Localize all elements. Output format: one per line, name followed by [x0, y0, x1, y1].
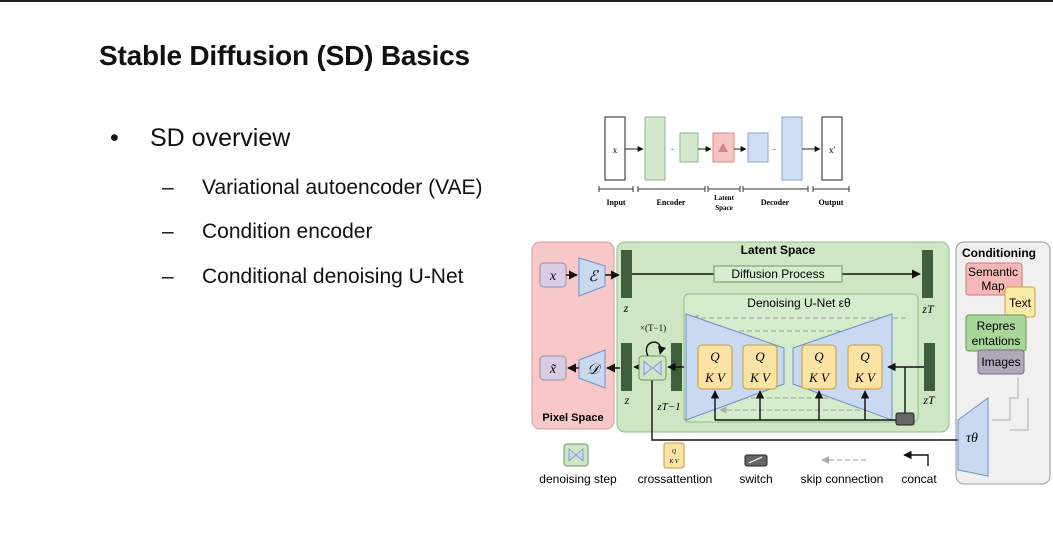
x-tilde-output-box — [539, 355, 567, 381]
vae-label-encoder: Encoder — [657, 198, 686, 207]
tau-encoder-trapezoid — [957, 397, 989, 477]
cross-attention-block: Q K V — [742, 344, 778, 390]
legend-concat-icon — [903, 450, 929, 466]
denoising-unet-label: Denoising U-Net εθ — [747, 296, 851, 310]
x-symbol: x — [549, 269, 557, 284]
vae-label-space: Space — [715, 204, 733, 212]
images-label: Images — [981, 355, 1020, 369]
vae-decoder-block-2 — [781, 116, 803, 181]
z-label-top: z — [623, 301, 629, 315]
slide-title: Stable Diffusion (SD) Basics — [99, 40, 470, 71]
conditioning-label: Conditioning — [962, 246, 1036, 260]
legend: denoising step Q K V crossattention swit… — [539, 442, 937, 486]
x-tilde-symbol: x̃ — [549, 362, 557, 377]
vae-label-latent: Latent — [714, 194, 735, 202]
dash-marker: – — [162, 176, 174, 199]
vae-label-decoder: Decoder — [761, 198, 790, 207]
svg-text:-: - — [773, 144, 776, 154]
cross-attention-block: Q K V — [697, 344, 733, 390]
representations-label-2: entations — [972, 334, 1021, 348]
latent-zt-bar-top — [922, 250, 933, 298]
decoder-trapezoid — [578, 349, 606, 389]
decoder-symbol: 𝒟 — [587, 362, 602, 378]
pixel-space-label: Pixel Space — [542, 412, 603, 424]
legend-q-glyph: Q — [672, 449, 677, 455]
vae-encoder-block-2 — [679, 132, 699, 163]
zt1-label: zT−1 — [656, 401, 680, 413]
svg-text:Q: Q — [710, 349, 720, 364]
latent-z-bar-top — [621, 250, 632, 298]
diffusion-process-box — [713, 265, 843, 283]
legend-denoising-step: denoising step — [539, 472, 617, 486]
vae-decoder-block-1 — [747, 132, 769, 163]
latent-z-bar-bottom — [621, 343, 632, 391]
latent-space-label: Latent Space — [741, 243, 816, 257]
vae-output-symbol: x' — [829, 145, 836, 155]
diffusion-process-label: Diffusion Process — [731, 267, 824, 281]
sub-bullet-vae: Variational autoencoder (VAE) — [202, 176, 483, 199]
legend-concat: concat — [901, 472, 937, 486]
vae-label-input: Input — [606, 198, 625, 207]
bullet-sd-overview: SD overview — [150, 124, 291, 152]
vae-figure: x - - x' Input Encoder Latent Space Deco… — [598, 116, 850, 212]
vae-input-symbol: x — [613, 145, 618, 155]
sub-bullet-denoising-unet: Conditional denoising U-Net — [202, 265, 464, 288]
dash-marker: – — [162, 265, 174, 288]
sub-bullet-condition-encoder: Condition encoder — [202, 220, 373, 243]
text-label: Text — [1009, 296, 1032, 310]
repeat-label: ×(T−1) — [640, 323, 666, 333]
svg-text:Q: Q — [814, 349, 824, 364]
legend-switch: switch — [739, 472, 772, 486]
ldm-figure: Pixel Space Latent Space Conditioning x … — [531, 241, 1051, 485]
svg-text:-: - — [671, 144, 674, 154]
vae-encoder-block-1 — [644, 116, 666, 181]
vae-label-output: Output — [819, 198, 844, 207]
dash-marker: – — [162, 220, 174, 243]
latent-zt-bar-bottom — [924, 343, 935, 391]
bullet-marker: • — [110, 124, 119, 152]
svg-text:K V: K V — [808, 370, 831, 385]
cross-attention-block: Q K V — [801, 344, 837, 390]
svg-text:Q: Q — [755, 349, 765, 364]
legend-switch-icon — [744, 454, 768, 467]
switch-element — [895, 412, 915, 426]
legend-kv-glyph: K V — [668, 459, 680, 465]
semantic-map-label-2: Map — [981, 279, 1005, 293]
svg-text:K V: K V — [704, 370, 727, 385]
unet-encoder-trapezoid — [685, 313, 785, 421]
tau-symbol: τθ — [966, 431, 978, 446]
svg-text:K V: K V — [749, 370, 772, 385]
cross-attention-block: Q K V — [847, 344, 883, 390]
svg-text:Q: Q — [860, 349, 870, 364]
zt-label-bottom: zT — [922, 393, 936, 407]
legend-crossattention: crossattention — [638, 472, 713, 486]
zt-label-top: zT — [921, 302, 935, 316]
vae-output-box — [821, 116, 843, 181]
legend-skip-connection: skip connection — [801, 472, 884, 486]
legend-crossattention-icon — [663, 442, 685, 469]
representations-label-1: Repres — [977, 319, 1016, 333]
z-label-bottom: z — [624, 393, 630, 407]
encoder-symbol: ℰ — [588, 269, 599, 285]
images-card — [977, 349, 1025, 375]
top-border-line — [0, 0, 1053, 2]
encoder-trapezoid — [578, 257, 606, 297]
svg-text:K V: K V — [854, 370, 877, 385]
semantic-map-label-1: Semantic — [968, 265, 1018, 279]
